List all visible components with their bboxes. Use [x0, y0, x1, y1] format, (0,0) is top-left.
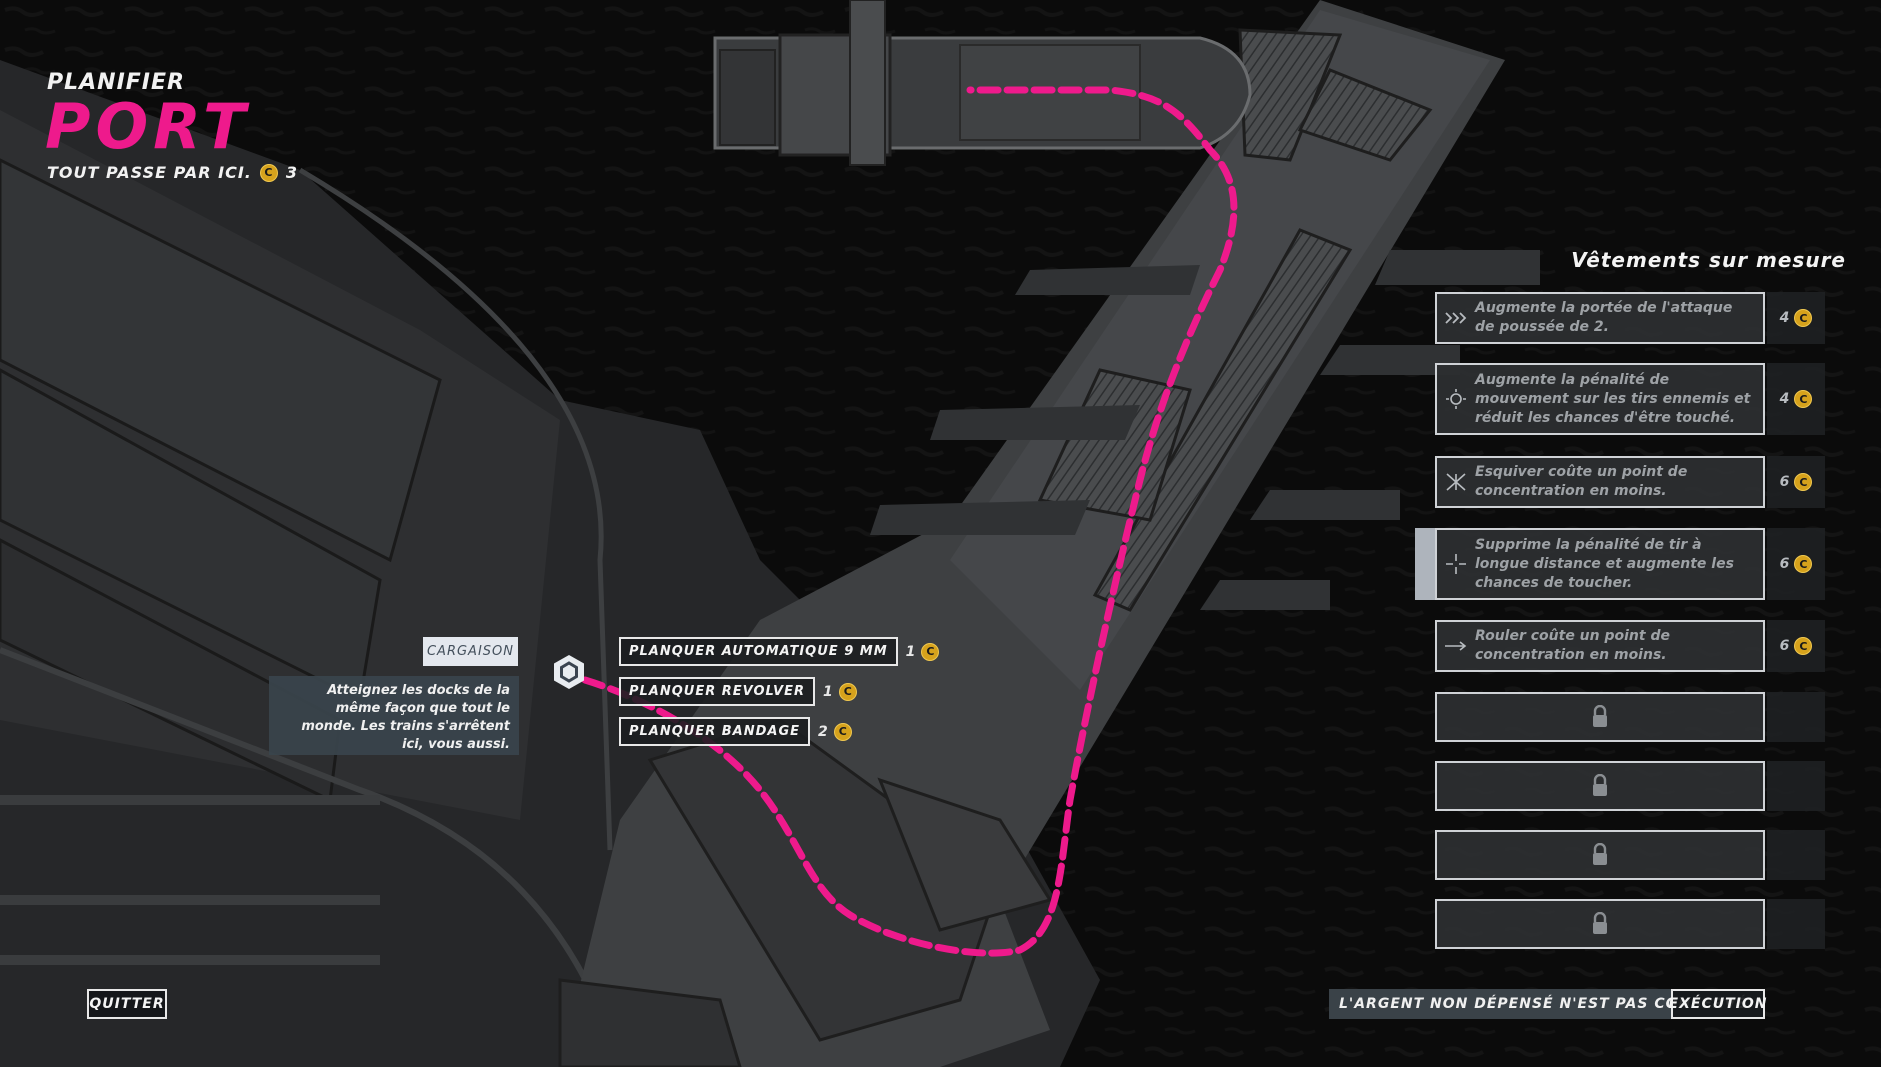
level-title: PORT: [45, 90, 251, 163]
planq-cost-value: 1: [905, 643, 916, 660]
planq-cost-value: 2: [818, 723, 828, 740]
perk-cost-empty: [1767, 692, 1825, 742]
perk-slot-locked: [1435, 761, 1825, 811]
perk-text: Supprime la pénalité de tir à longue dis…: [1475, 536, 1734, 591]
coin-icon: C: [1794, 555, 1813, 573]
subtitle-text: TOUT PASSE PAR ICI.: [47, 163, 252, 182]
planq-cost-value: 1: [823, 683, 833, 700]
perk-cost-empty: [1767, 761, 1825, 811]
arrow-right-icon: [1437, 640, 1475, 652]
perk-cost-value: 4: [1779, 391, 1790, 407]
coin-icon: C: [1794, 309, 1813, 327]
perk-text: Augmente la portée de l'attaque de pouss…: [1475, 300, 1733, 335]
coin-icon: C: [259, 163, 278, 182]
coin-icon: C: [833, 722, 852, 741]
mission-tag: CARGAISON: [423, 637, 518, 666]
perks-panel-title: Vêtements sur mesure: [1571, 248, 1846, 272]
lock-icon: [1437, 763, 1763, 809]
perk-cost-value: 6: [1779, 474, 1790, 490]
quit-button[interactable]: QUITTER: [87, 989, 167, 1019]
perk-cost-empty: [1767, 830, 1825, 880]
lock-icon: [1437, 832, 1763, 878]
lock-icon: [1437, 694, 1763, 740]
evade-icon: [1437, 472, 1475, 492]
perk-text: Augmente la pénalité de mouvement sur le…: [1475, 371, 1751, 426]
mission-description: Atteignez les docks de la même façon que…: [269, 676, 519, 755]
perk-text: Rouler coûte un point de concentration e…: [1475, 628, 1670, 663]
execute-button[interactable]: EXÉCUTION: [1669, 989, 1766, 1019]
coin-icon: C: [921, 642, 940, 661]
level-subtitle: TOUT PASSE PAR ICI. C 3: [47, 163, 298, 182]
perk-cost-value: 6: [1779, 556, 1790, 572]
planq-label: PLANQUER AUTOMATIQUE 9 MM: [619, 637, 898, 666]
perk-text: Esquiver coûte un point de concentration…: [1475, 464, 1688, 499]
dodge-target-icon: [1437, 388, 1475, 410]
coin-icon: C: [1794, 637, 1813, 655]
perk-cost-value: 6: [1779, 638, 1790, 654]
perk-slot-4[interactable]: Supprime la pénalité de tir à longue dis…: [1415, 528, 1825, 600]
chevrons-icon: [1437, 311, 1475, 325]
perk-cost-empty: [1767, 899, 1825, 949]
perk-slot-locked: [1435, 692, 1825, 742]
budget-value: 3: [285, 163, 299, 182]
planq-label: PLANQUER REVOLVER: [619, 677, 815, 706]
perk-slot-locked: [1435, 830, 1825, 880]
coin-icon: C: [1794, 473, 1813, 491]
perk-slot-locked: [1435, 899, 1825, 949]
start-node-icon[interactable]: [550, 653, 588, 691]
screen-kicker: PLANIFIER: [47, 70, 185, 95]
lock-icon: [1437, 901, 1763, 947]
crosshair-icon: [1437, 553, 1475, 575]
planq-label: PLANQUER BANDAGE: [619, 717, 811, 746]
selection-marker: [1415, 528, 1435, 600]
coin-icon: C: [1794, 390, 1813, 408]
perk-cost-value: 4: [1779, 310, 1790, 326]
perk-slot-2[interactable]: Augmente la pénalité de mouvement sur le…: [1435, 363, 1825, 435]
perk-slot-5[interactable]: Rouler coûte un point de concentration e…: [1435, 620, 1825, 672]
perk-slot-3[interactable]: Esquiver coûte un point de concentration…: [1435, 456, 1825, 508]
coin-icon: C: [838, 682, 857, 701]
perk-slot-1[interactable]: Augmente la portée de l'attaque de pouss…: [1435, 292, 1825, 344]
